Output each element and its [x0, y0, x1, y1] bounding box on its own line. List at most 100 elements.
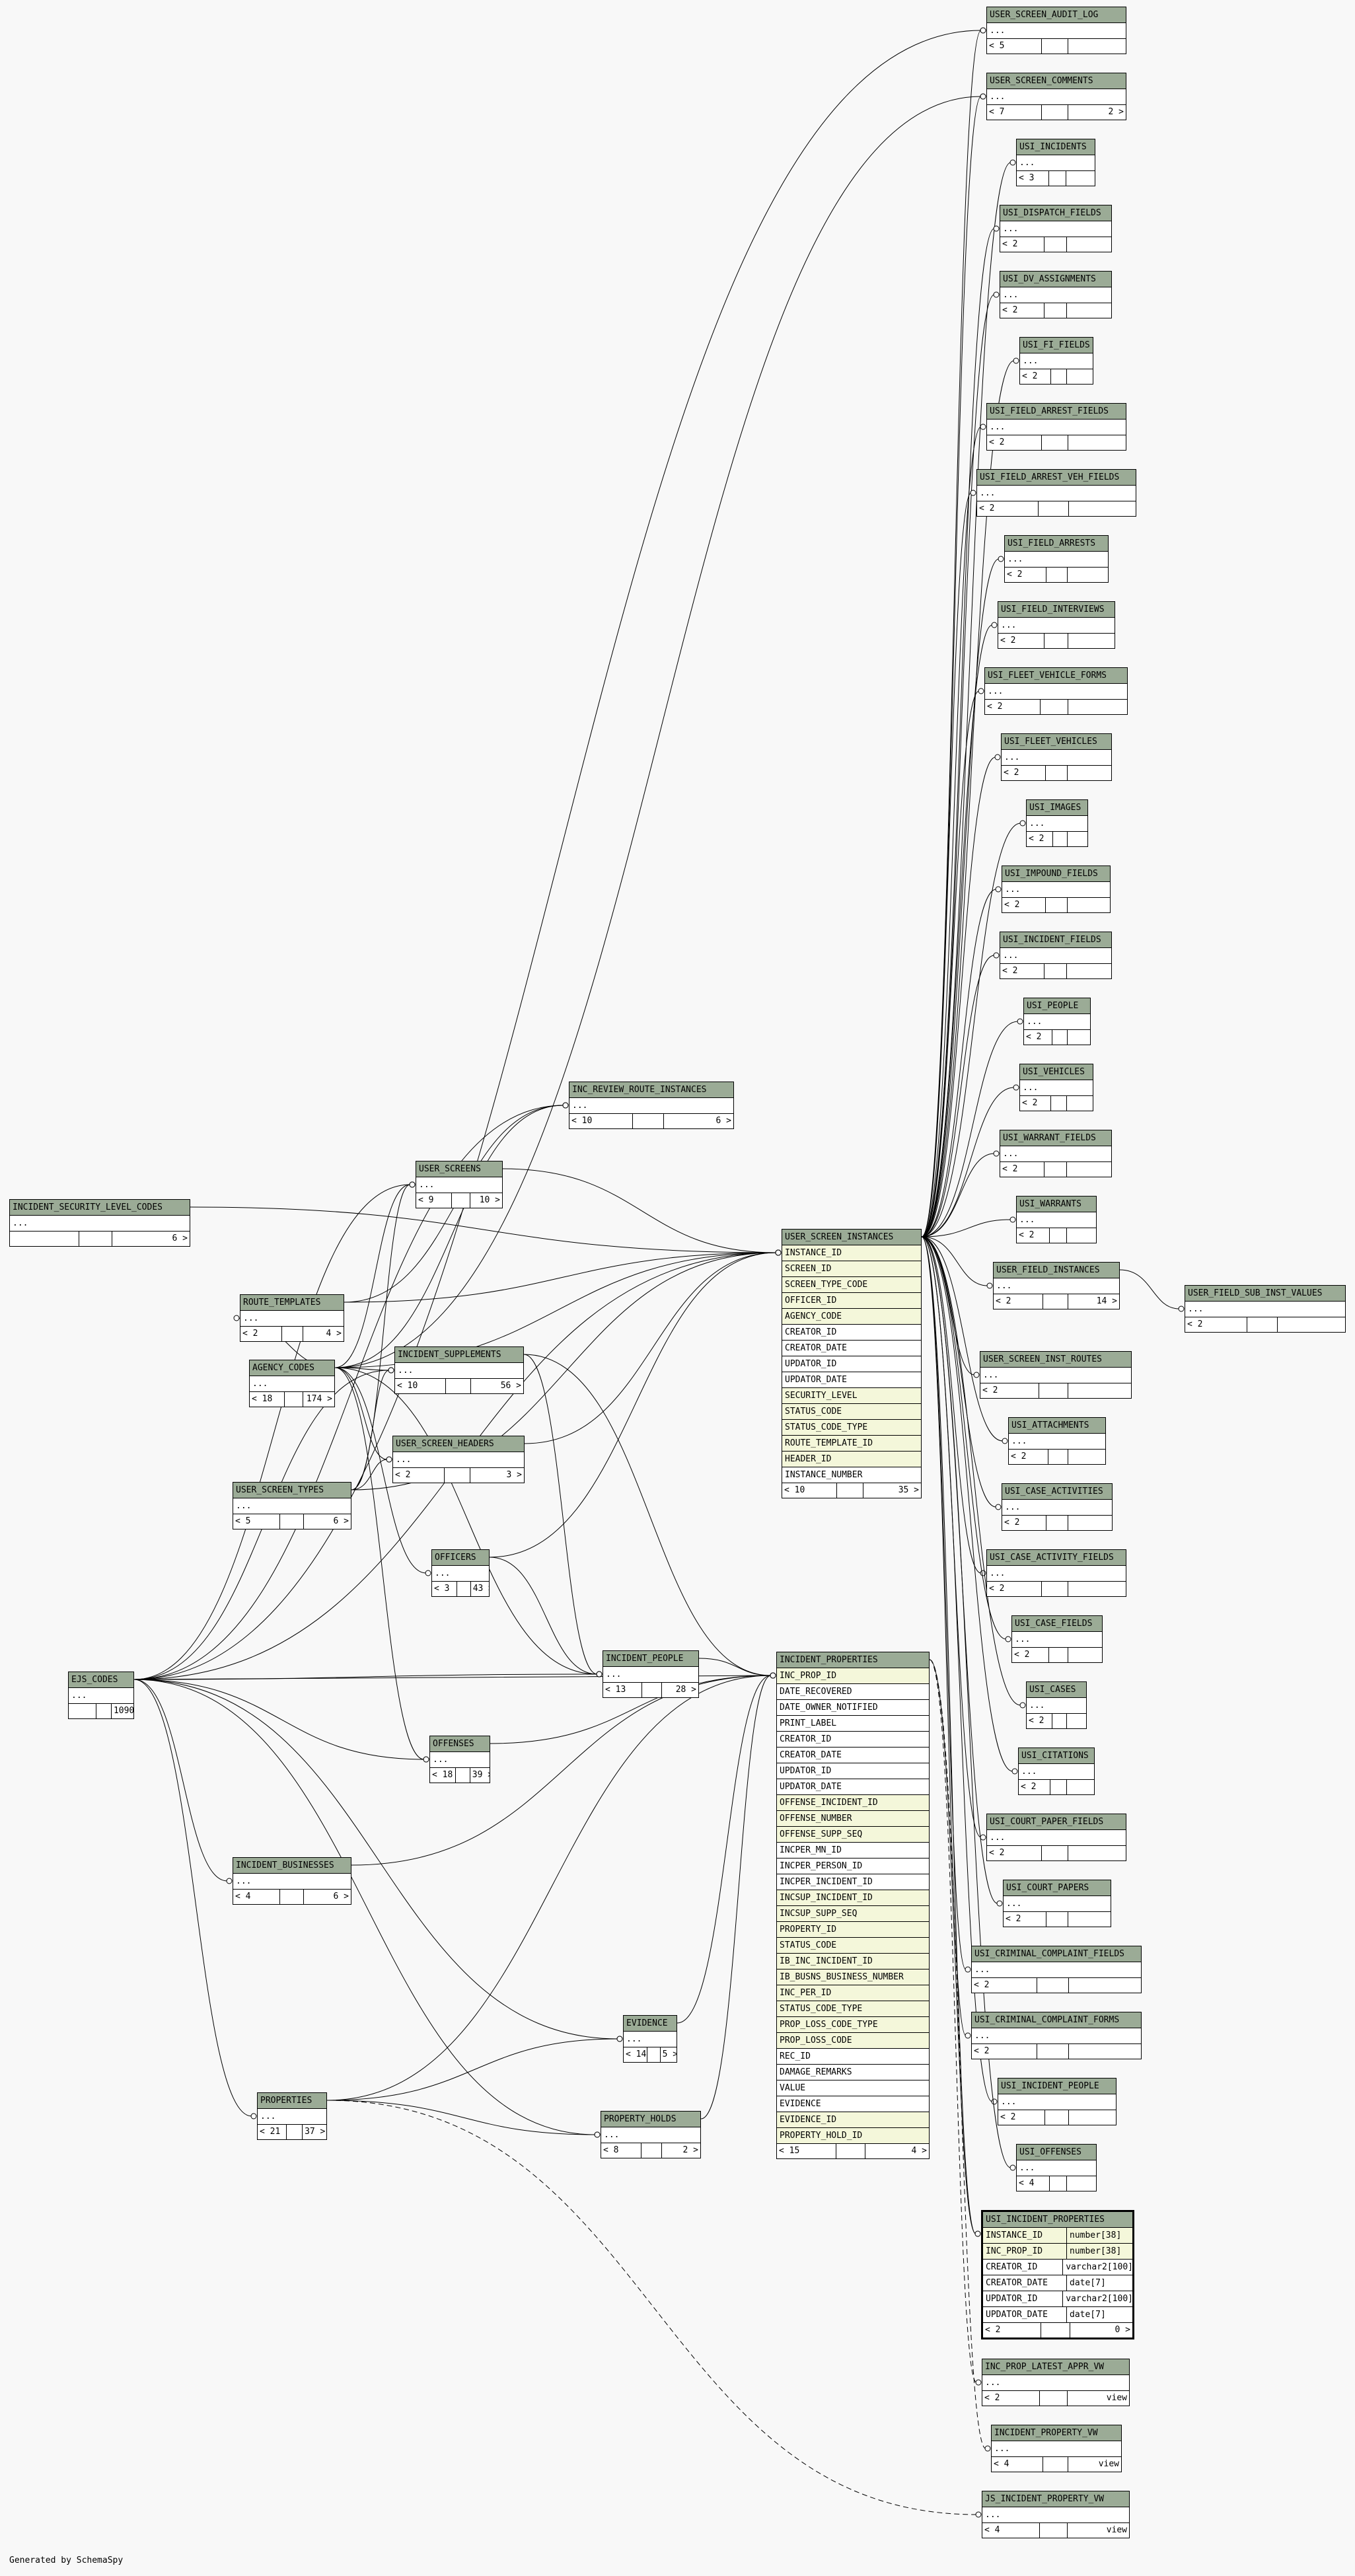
table-ejs-codes-header[interactable]: EJS_CODES — [69, 1672, 133, 1688]
table-usi-field-arrests[interactable]: USI_FIELD_ARRESTS...< 2 — [1004, 535, 1109, 583]
table-usi-criminal-complaint-fields-header[interactable]: USI_CRIMINAL_COMPLAINT_FIELDS — [972, 1946, 1141, 1962]
table-usi-field-arrests-header[interactable]: USI_FIELD_ARRESTS — [1005, 536, 1108, 552]
table-usi-field-arrest-fields-header[interactable]: USI_FIELD_ARREST_FIELDS — [987, 404, 1126, 420]
table-usi-incidents-header[interactable]: USI_INCIDENTS — [1017, 139, 1095, 155]
table-usi-vehicles-header[interactable]: USI_VEHICLES — [1020, 1064, 1093, 1080]
table-usi-court-paper-fields[interactable]: USI_COURT_PAPER_FIELDS...< 2 — [986, 1814, 1126, 1861]
table-user-field-instances-header[interactable]: USER_FIELD_INSTANCES — [994, 1263, 1119, 1278]
table-usi-cases[interactable]: USI_CASES...< 2 — [1026, 1681, 1087, 1729]
table-usi-case-activities-header[interactable]: USI_CASE_ACTIVITIES — [1002, 1484, 1112, 1500]
table-usi-case-fields-header[interactable]: USI_CASE_FIELDS — [1012, 1616, 1102, 1632]
table-user-screen-comments-header[interactable]: USER_SCREEN_COMMENTS — [987, 73, 1126, 89]
table-incident-people-header[interactable]: INCIDENT_PEOPLE — [603, 1651, 698, 1667]
table-usi-court-paper-fields-header[interactable]: USI_COURT_PAPER_FIELDS — [987, 1814, 1126, 1830]
table-usi-vehicles[interactable]: USI_VEHICLES...< 2 — [1019, 1064, 1093, 1111]
table-inc-review-route-instances-header[interactable]: INC_REVIEW_ROUTE_INSTANCES — [569, 1082, 733, 1098]
table-property-holds-header[interactable]: PROPERTY_HOLDS — [601, 2112, 700, 2127]
table-officers[interactable]: OFFICERS...< 343 > — [431, 1549, 490, 1597]
table-usi-criminal-complaint-fields[interactable]: USI_CRIMINAL_COMPLAINT_FIELDS...< 2 — [971, 1946, 1142, 1993]
table-user-screen-audit-log-header[interactable]: USER_SCREEN_AUDIT_LOG — [987, 7, 1126, 23]
table-usi-impound-fields-header[interactable]: USI_IMPOUND_FIELDS — [1002, 866, 1110, 882]
table-user-screen-inst-routes[interactable]: USER_SCREEN_INST_ROUTES...< 2 — [980, 1351, 1132, 1399]
table-usi-dv-assignments[interactable]: USI_DV_ASSIGNMENTS...< 2 — [1000, 271, 1112, 318]
table-inc-prop-latest-appr-vw-header[interactable]: INC_PROP_LATEST_APPR_VW — [982, 2359, 1129, 2375]
table-user-screen-inst-routes-header[interactable]: USER_SCREEN_INST_ROUTES — [980, 1352, 1131, 1368]
table-user-screen-audit-log[interactable]: USER_SCREEN_AUDIT_LOG...< 5 — [986, 7, 1126, 54]
table-usi-people-header[interactable]: USI_PEOPLE — [1024, 998, 1090, 1014]
table-offenses-header[interactable]: OFFENSES — [430, 1736, 490, 1752]
table-usi-criminal-complaint-forms-header[interactable]: USI_CRIMINAL_COMPLAINT_FORMS — [972, 2012, 1141, 2028]
table-usi-field-interviews[interactable]: USI_FIELD_INTERVIEWS...< 2 — [998, 601, 1115, 649]
table-usi-warrants-header[interactable]: USI_WARRANTS — [1017, 1196, 1096, 1212]
table-usi-incident-fields-header[interactable]: USI_INCIDENT_FIELDS — [1000, 932, 1111, 948]
table-usi-court-papers[interactable]: USI_COURT_PAPERS...< 2 — [1003, 1880, 1111, 1927]
table-usi-attachments-header[interactable]: USI_ATTACHMENTS — [1009, 1418, 1105, 1434]
table-usi-citations-header[interactable]: USI_CITATIONS — [1019, 1748, 1094, 1764]
table-user-screen-instances-header[interactable]: USER_SCREEN_INSTANCES — [782, 1230, 921, 1245]
table-usi-fi-fields[interactable]: USI_FI_FIELDS...< 2 — [1019, 337, 1093, 385]
table-usi-incidents[interactable]: USI_INCIDENTS...< 3 — [1016, 139, 1095, 186]
table-usi-dv-assignments-header[interactable]: USI_DV_ASSIGNMENTS — [1000, 272, 1111, 287]
table-properties-header[interactable]: PROPERTIES — [258, 2093, 326, 2109]
table-incident-businesses-header[interactable]: INCIDENT_BUSINESSES — [233, 1858, 351, 1874]
table-usi-criminal-complaint-forms[interactable]: USI_CRIMINAL_COMPLAINT_FORMS...< 2 — [971, 2012, 1142, 2059]
table-incident-properties-header[interactable]: INCIDENT_PROPERTIES — [777, 1652, 929, 1668]
table-usi-images-header[interactable]: USI_IMAGES — [1027, 800, 1087, 816]
table-usi-fleet-vehicles[interactable]: USI_FLEET_VEHICLES...< 2 — [1001, 733, 1112, 781]
table-usi-fleet-vehicle-forms[interactable]: USI_FLEET_VEHICLE_FORMS...< 2 — [984, 667, 1128, 715]
table-officers-header[interactable]: OFFICERS — [432, 1550, 489, 1566]
table-usi-field-arrest-fields[interactable]: USI_FIELD_ARREST_FIELDS...< 2 — [986, 403, 1126, 451]
table-usi-incident-people-header[interactable]: USI_INCIDENT_PEOPLE — [998, 2079, 1116, 2094]
table-usi-incident-fields[interactable]: USI_INCIDENT_FIELDS...< 2 — [1000, 932, 1112, 979]
table-user-field-sub-inst-values-header[interactable]: USER_FIELD_SUB_INST_VALUES — [1185, 1286, 1345, 1302]
table-usi-fleet-vehicle-forms-header[interactable]: USI_FLEET_VEHICLE_FORMS — [985, 668, 1127, 684]
table-user-field-sub-inst-values[interactable]: USER_FIELD_SUB_INST_VALUES...< 2 — [1185, 1285, 1346, 1333]
table-incident-security-level-codes[interactable]: INCIDENT_SECURITY_LEVEL_CODES...6 > — [9, 1199, 190, 1247]
table-usi-people[interactable]: USI_PEOPLE...< 2 — [1023, 998, 1091, 1045]
table-usi-case-activity-fields[interactable]: USI_CASE_ACTIVITY_FIELDS...< 2 — [986, 1549, 1126, 1597]
table-usi-warrant-fields-header[interactable]: USI_WARRANT_FIELDS — [1000, 1130, 1111, 1146]
table-usi-incident-people[interactable]: USI_INCIDENT_PEOPLE...< 2 — [998, 2078, 1117, 2125]
table-ejs-codes[interactable]: EJS_CODES...1090 > — [68, 1672, 134, 1719]
table-usi-cases-header[interactable]: USI_CASES — [1027, 1682, 1086, 1698]
table-usi-offenses-header[interactable]: USI_OFFENSES — [1017, 2145, 1096, 2160]
table-usi-warrants[interactable]: USI_WARRANTS...< 2 — [1016, 1196, 1097, 1243]
table-usi-citations[interactable]: USI_CITATIONS...< 2 — [1018, 1748, 1095, 1795]
table-route-templates-header[interactable]: ROUTE_TEMPLATES — [240, 1295, 344, 1311]
table-usi-impound-fields[interactable]: USI_IMPOUND_FIELDS...< 2 — [1002, 865, 1111, 913]
table-user-screen-headers-header[interactable]: USER_SCREEN_HEADERS — [393, 1436, 524, 1452]
table-usi-case-activity-fields-header[interactable]: USI_CASE_ACTIVITY_FIELDS — [987, 1550, 1126, 1566]
table-usi-field-arrest-veh-fields-header[interactable]: USI_FIELD_ARREST_VEH_FIELDS — [977, 470, 1136, 486]
table-usi-images[interactable]: USI_IMAGES...< 2 — [1026, 799, 1088, 847]
table-incident-security-level-codes-header[interactable]: INCIDENT_SECURITY_LEVEL_CODES — [10, 1200, 190, 1216]
table-usi-case-activities[interactable]: USI_CASE_ACTIVITIES...< 2 — [1002, 1483, 1113, 1531]
table-usi-attachments[interactable]: USI_ATTACHMENTS...< 2 — [1008, 1417, 1106, 1465]
table-js-incident-property-vw-header[interactable]: JS_INCIDENT_PROPERTY_VW — [982, 2491, 1129, 2507]
table-agency-codes-header[interactable]: AGENCY_CODES — [250, 1360, 334, 1376]
table-usi-court-papers-header[interactable]: USI_COURT_PAPERS — [1004, 1880, 1111, 1896]
table-usi-dispatch-fields[interactable]: USI_DISPATCH_FIELDS...< 2 — [1000, 205, 1112, 252]
table-usi-field-arrest-veh-fields[interactable]: USI_FIELD_ARREST_VEH_FIELDS...< 2 — [976, 469, 1136, 517]
table-usi-fleet-vehicles-header[interactable]: USI_FLEET_VEHICLES — [1002, 734, 1111, 750]
table-incident-property-vw-header[interactable]: INCIDENT_PROPERTY_VW — [992, 2425, 1121, 2441]
table-user-screens-header[interactable]: USER_SCREENS — [416, 1161, 502, 1177]
